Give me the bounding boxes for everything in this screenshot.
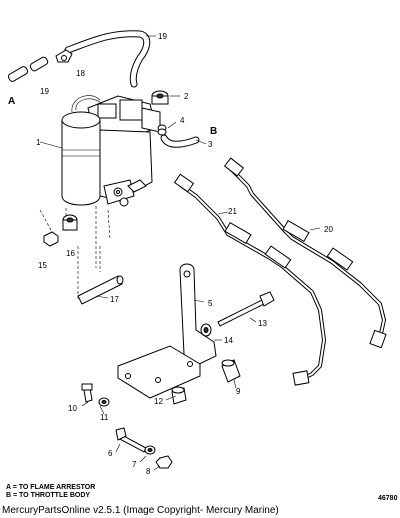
- callout-21: 21: [228, 207, 237, 216]
- nut-8: [155, 455, 173, 469]
- spacer-9: [221, 359, 241, 383]
- screw-10: [81, 383, 93, 403]
- callout-15: 15: [38, 261, 47, 270]
- label-letter-a: A: [8, 96, 15, 107]
- callout-18: 18: [76, 69, 85, 78]
- callout-9: 9: [236, 387, 241, 396]
- callout-14: 14: [224, 336, 233, 345]
- hose-19-short: [7, 56, 49, 82]
- leader-lines: [39, 35, 321, 471]
- callout-20: 20: [324, 225, 333, 234]
- callout-17: 17: [110, 295, 119, 304]
- washer-14: [200, 323, 212, 337]
- grommet-2: [151, 90, 169, 105]
- hose-19-upper: [64, 30, 151, 88]
- callout-10: 10: [68, 404, 77, 413]
- footer-caption: MercuryPartsOnline v2.5.1 (Image Copyrig…: [2, 505, 279, 516]
- fuel-module-1: [61, 95, 161, 207]
- grommet-12: [171, 386, 187, 405]
- callout-5: 5: [208, 299, 213, 308]
- callout-13: 13: [258, 319, 267, 328]
- callout-1: 1: [36, 138, 41, 147]
- fitting-18: [55, 49, 73, 63]
- grommet-16: [62, 214, 78, 231]
- spacer-17: [77, 275, 124, 305]
- label-letter-b: B: [210, 126, 217, 137]
- callout-7: 7: [132, 460, 137, 469]
- clamp-4: [157, 124, 167, 136]
- callout-19-top: 19: [158, 32, 167, 41]
- callout-11: 11: [100, 413, 109, 422]
- bolt-6: [115, 427, 147, 453]
- legend-line-a: A = TO FLAME ARRESTOR: [6, 484, 96, 491]
- figure-number: 46780: [378, 495, 398, 502]
- legend-line-b: B = TO THROTTLE BODY: [6, 492, 91, 499]
- bolt-13: [217, 291, 275, 327]
- bracket-5: [117, 263, 217, 399]
- hose-3: [160, 134, 200, 148]
- washer-11: [98, 397, 110, 407]
- fuel-line-20: [223, 157, 387, 349]
- callout-8: 8: [146, 467, 151, 476]
- callout-2: 2: [184, 92, 189, 101]
- callout-3: 3: [208, 140, 213, 149]
- callout-16: 16: [66, 249, 75, 258]
- callout-19-left: 19: [40, 87, 49, 96]
- callout-6: 6: [108, 449, 113, 458]
- fuel-line-21: [173, 173, 326, 386]
- callout-12: 12: [154, 397, 163, 406]
- callout-4: 4: [180, 116, 185, 125]
- washer-7: [144, 445, 156, 455]
- nut-15: [43, 231, 59, 247]
